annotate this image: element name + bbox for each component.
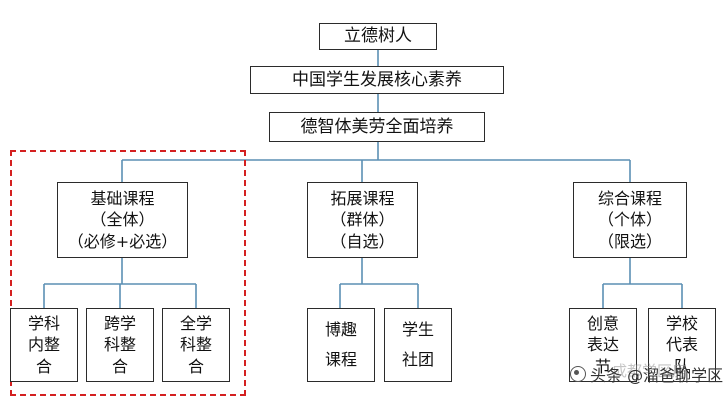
node-line: 学校 [665, 313, 698, 333]
node-student-clubs: 学生 社团 [384, 308, 452, 382]
node-line: 社团 [401, 350, 434, 370]
node-line: 基础课程 [90, 188, 155, 208]
node-core-literacy: 中国学生发展核心素养 [250, 66, 504, 94]
node-all-round-development: 德智体美劳全面培养 [269, 112, 485, 142]
node-comprehensive-courses: 综合课程 （个体） （限选） [573, 182, 687, 258]
node-line: （全体） [90, 210, 155, 230]
node-creative-expression-festival: 创意 表达 节 [569, 308, 637, 382]
node-interest-courses: 博趣 课程 [307, 308, 375, 382]
node-line: （限选） [597, 231, 662, 251]
node-line: 科整 [179, 335, 212, 355]
toutiao-logo-icon [570, 366, 586, 382]
node-line: 学生 [401, 320, 434, 340]
watermark-text: 头条 @溜爸聊学区 [590, 366, 724, 385]
node-basic-courses: 基础课程 （全体） （必修+必选） [57, 182, 188, 258]
node-line: 队 [673, 356, 690, 376]
node-cross-subject-integration: 跨学 科整 合 [86, 308, 154, 382]
node-label: 德智体美劳全面培养 [300, 116, 454, 137]
node-line: （必修+必选） [67, 231, 178, 251]
node-line: （自选） [330, 231, 395, 251]
watermark: 头条 @溜爸聊学区 [570, 362, 723, 386]
node-line: 表达 [586, 335, 619, 355]
node-label: 中国学生发展核心素养 [292, 69, 462, 90]
node-line: 全学 [179, 313, 212, 333]
node-line: 合 [111, 356, 128, 376]
node-line: 内整 [27, 335, 60, 355]
node-extended-courses: 拓展课程 （群体） （自选） [307, 182, 418, 258]
node-line: 科整 [103, 335, 136, 355]
node-school-team: 学校 代表 队 [648, 308, 716, 382]
node-line: 代表 [665, 335, 698, 355]
node-line: 课程 [324, 350, 357, 370]
watermark-ghost-text: 成都学区房 [612, 362, 688, 380]
node-intra-subject-integration: 学科 内整 合 [10, 308, 78, 382]
node-line: 学科 [27, 313, 60, 333]
node-label: 立德树人 [344, 26, 412, 47]
node-whole-subject-integration: 全学 科整 合 [162, 308, 230, 382]
node-line: 合 [187, 356, 204, 376]
node-line: （群体） [330, 210, 395, 230]
node-line: 综合课程 [597, 188, 662, 208]
node-line: 节 [594, 356, 611, 376]
node-lide-shuren: 立德树人 [319, 23, 437, 50]
node-line: 跨学 [103, 313, 136, 333]
node-line: 博趣 [324, 320, 357, 340]
node-line: （个体） [597, 210, 662, 230]
node-line: 创意 [586, 313, 619, 333]
highlight-dashed-frame [10, 150, 246, 396]
node-line: 拓展课程 [330, 188, 395, 208]
node-line: 合 [35, 356, 52, 376]
